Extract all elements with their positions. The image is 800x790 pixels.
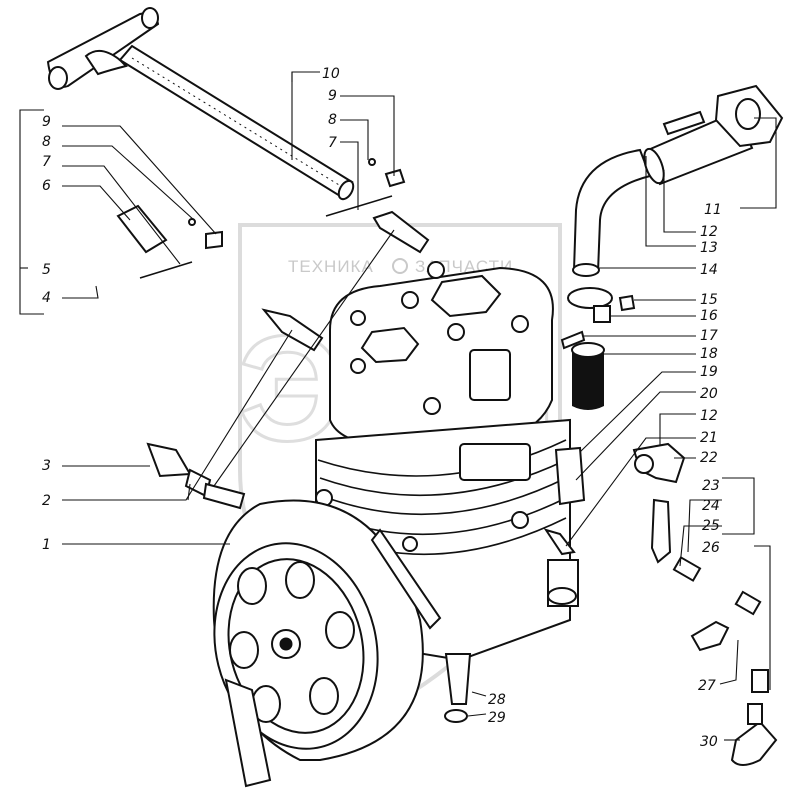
nipple-24 [650, 498, 672, 564]
callout-23: 23 [702, 478, 720, 494]
callout-9-left: 9 [42, 114, 51, 130]
callout-29: 29 [488, 710, 506, 726]
elbow-pipe [572, 148, 652, 277]
washer-8b [368, 158, 376, 166]
callout-24: 24 [702, 498, 720, 514]
callout-2: 2 [42, 493, 51, 509]
long-hose [118, 44, 355, 201]
callout-27: 27 [698, 678, 716, 694]
callout-25: 25 [702, 518, 720, 534]
strip-7a [139, 261, 193, 279]
bolt-17 [560, 330, 586, 350]
union-fitting-left [261, 308, 324, 352]
nut-30 [747, 703, 763, 725]
callout-14: 14 [700, 262, 718, 278]
nut-15 [618, 294, 636, 312]
washer-29 [444, 709, 468, 723]
callout-13: 13 [700, 240, 718, 256]
compressor-body [315, 418, 579, 662]
elbow-21 [632, 442, 686, 484]
clip-9a [205, 230, 223, 250]
callout-4: 4 [42, 290, 51, 306]
callout-numbers: 9 8 7 6 5 4 3 2 1 10 9 8 7 11 12 13 14 1… [42, 66, 722, 750]
callout-5: 5 [42, 262, 51, 278]
washer-8a [188, 218, 196, 226]
clip-9b [384, 168, 406, 188]
callout-7-top: 7 [328, 135, 337, 151]
callout-30: 30 [700, 734, 718, 750]
callout-16: 16 [700, 308, 718, 324]
leader-lines [19, 71, 777, 741]
callout-8-top: 8 [328, 112, 337, 128]
callout-10: 10 [322, 66, 340, 82]
callout-17: 17 [700, 328, 718, 344]
union-fitting-top [372, 210, 430, 254]
callout-7-left: 7 [42, 154, 51, 170]
callout-19: 19 [700, 364, 718, 380]
sleeve [571, 342, 605, 410]
callout-18: 18 [700, 346, 718, 362]
strip-7b [325, 195, 393, 217]
stud-28 [444, 653, 472, 705]
watermark-left-text: ТЕХНИКА [288, 257, 374, 276]
callout-22: 22 [700, 450, 718, 466]
callout-11: 11 [704, 202, 722, 218]
gear-icon [392, 258, 408, 274]
callout-8-left: 8 [42, 134, 51, 150]
callout-1: 1 [42, 537, 51, 553]
tee-pipe [46, 7, 160, 90]
compressor-head [329, 261, 554, 448]
outlet-fitting [554, 446, 586, 506]
flanged-tube [643, 84, 784, 186]
callout-12-top: 12 [700, 224, 718, 240]
pin-20 [543, 528, 576, 556]
parts [46, 7, 784, 788]
callout-21: 21 [700, 430, 718, 446]
callout-12-mid: 12 [700, 408, 718, 424]
callout-15: 15 [700, 292, 718, 308]
callout-6: 6 [42, 178, 51, 194]
callout-3: 3 [42, 458, 51, 474]
left-hose [60, 199, 246, 510]
callout-26: 26 [702, 540, 720, 556]
tube-26 [672, 556, 769, 693]
hose-clamp [567, 287, 613, 323]
bracket-27 [690, 620, 730, 652]
elbow-30 [730, 720, 778, 766]
pulley [212, 499, 442, 788]
callout-28: 28 [488, 692, 506, 708]
callout-9-top: 9 [328, 88, 337, 104]
callout-20: 20 [700, 386, 718, 402]
